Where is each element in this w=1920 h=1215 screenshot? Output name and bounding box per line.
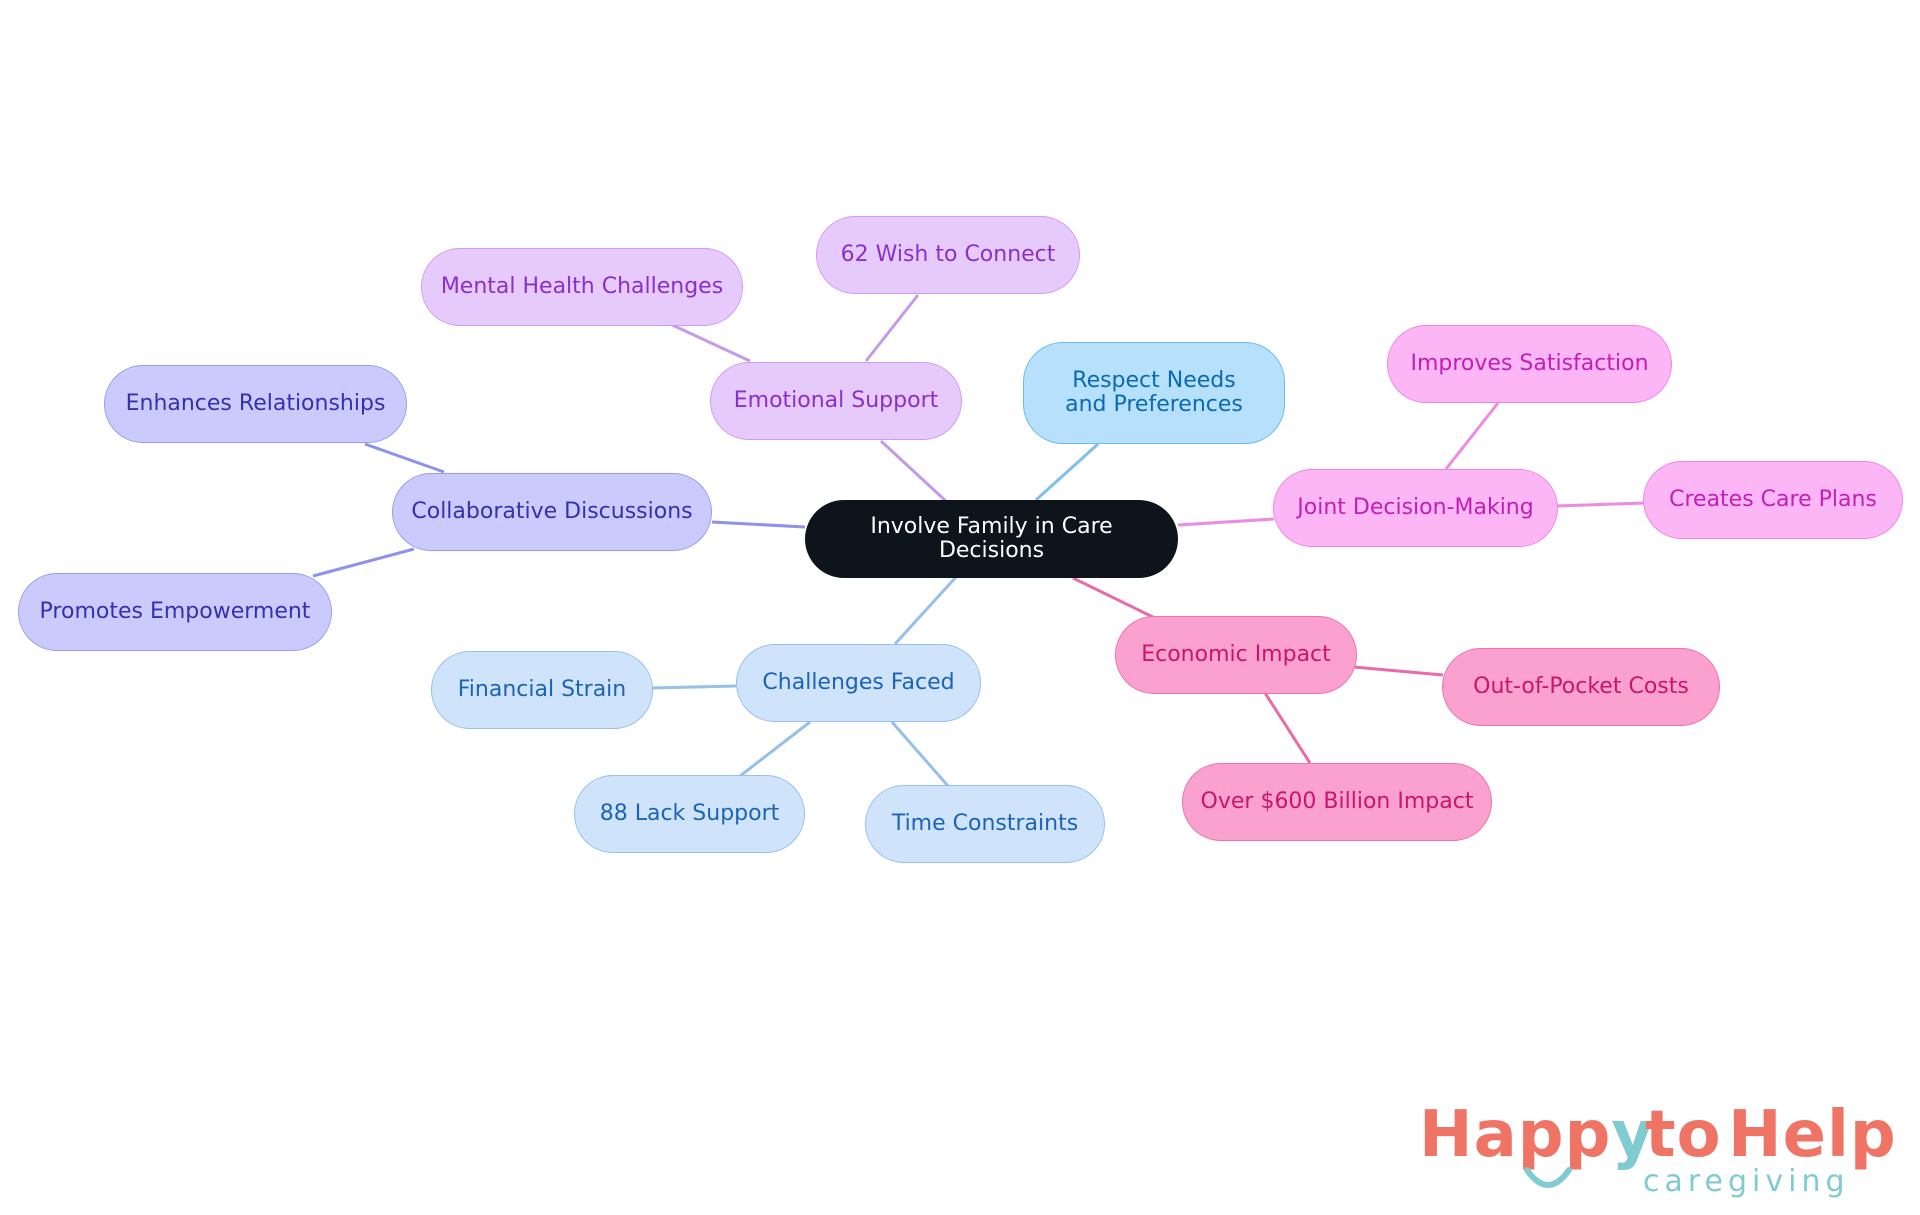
edge-root-respect [1034, 442, 1100, 502]
edge-challenges-financial [651, 684, 737, 690]
wish-to-connect-node[interactable]: 62 Wish to Connect [816, 216, 1080, 294]
improves-satisfaction-node[interactable]: Improves Satisfaction [1387, 325, 1672, 403]
respect-needs-node[interactable]: Respect Needs and Preferences [1023, 342, 1285, 444]
edge-economic-out-of-pocket [1353, 665, 1444, 677]
emotional-support-node[interactable]: Emotional Support [710, 362, 962, 440]
edge-emotional-mental-health [667, 321, 751, 363]
edge-challenges-time [890, 721, 950, 787]
joint-decision-making-node[interactable]: Joint Decision-Making [1273, 469, 1558, 547]
logo-word-to: to [1645, 1098, 1722, 1172]
out-of-pocket-costs-node[interactable]: Out-of-Pocket Costs [1442, 648, 1720, 726]
edge-root-joint [1177, 517, 1275, 527]
time-constraints-node[interactable]: Time Constraints [865, 785, 1105, 863]
smile-icon [1524, 1167, 1572, 1188]
logo-word-happy: Happy [1419, 1098, 1655, 1172]
edge-root-challenges [893, 575, 958, 646]
edge-root-economic [1072, 576, 1156, 620]
edge-challenges-lack-support [739, 720, 811, 778]
edge-root-emotional [879, 439, 950, 505]
mental-health-challenges-node[interactable]: Mental Health Challenges [421, 248, 743, 326]
promotes-empowerment-node[interactable]: Promotes Empowerment [18, 573, 332, 651]
edge-joint-creates [1555, 501, 1646, 508]
lack-support-node[interactable]: 88 Lack Support [574, 775, 805, 853]
edge-root-collaborative [711, 520, 806, 529]
edge-joint-improves [1444, 402, 1500, 470]
edge-economic-600-billion [1263, 692, 1312, 764]
challenges-faced-node[interactable]: Challenges Faced [736, 644, 981, 722]
root-node[interactable]: Involve Family in Care Decisions [805, 500, 1178, 578]
economic-impact-node[interactable]: Economic Impact [1115, 616, 1357, 694]
edge-collaborative-promotes [312, 547, 415, 578]
enhances-relationships-node[interactable]: Enhances Relationships [104, 365, 407, 443]
logo-tagline: caregiving [1643, 1164, 1850, 1199]
logo-word-help: Help [1728, 1098, 1897, 1172]
brand-logo: Happy to Help caregiving [1415, 1098, 1896, 1200]
edge-emotional-wish-connect [864, 294, 920, 362]
edge-collaborative-enhances [364, 442, 445, 474]
over-600-billion-node[interactable]: Over $600 Billion Impact [1182, 763, 1492, 841]
financial-strain-node[interactable]: Financial Strain [431, 651, 653, 729]
collaborative-discussions-node[interactable]: Collaborative Discussions [392, 473, 712, 551]
creates-care-plans-node[interactable]: Creates Care Plans [1643, 461, 1903, 539]
